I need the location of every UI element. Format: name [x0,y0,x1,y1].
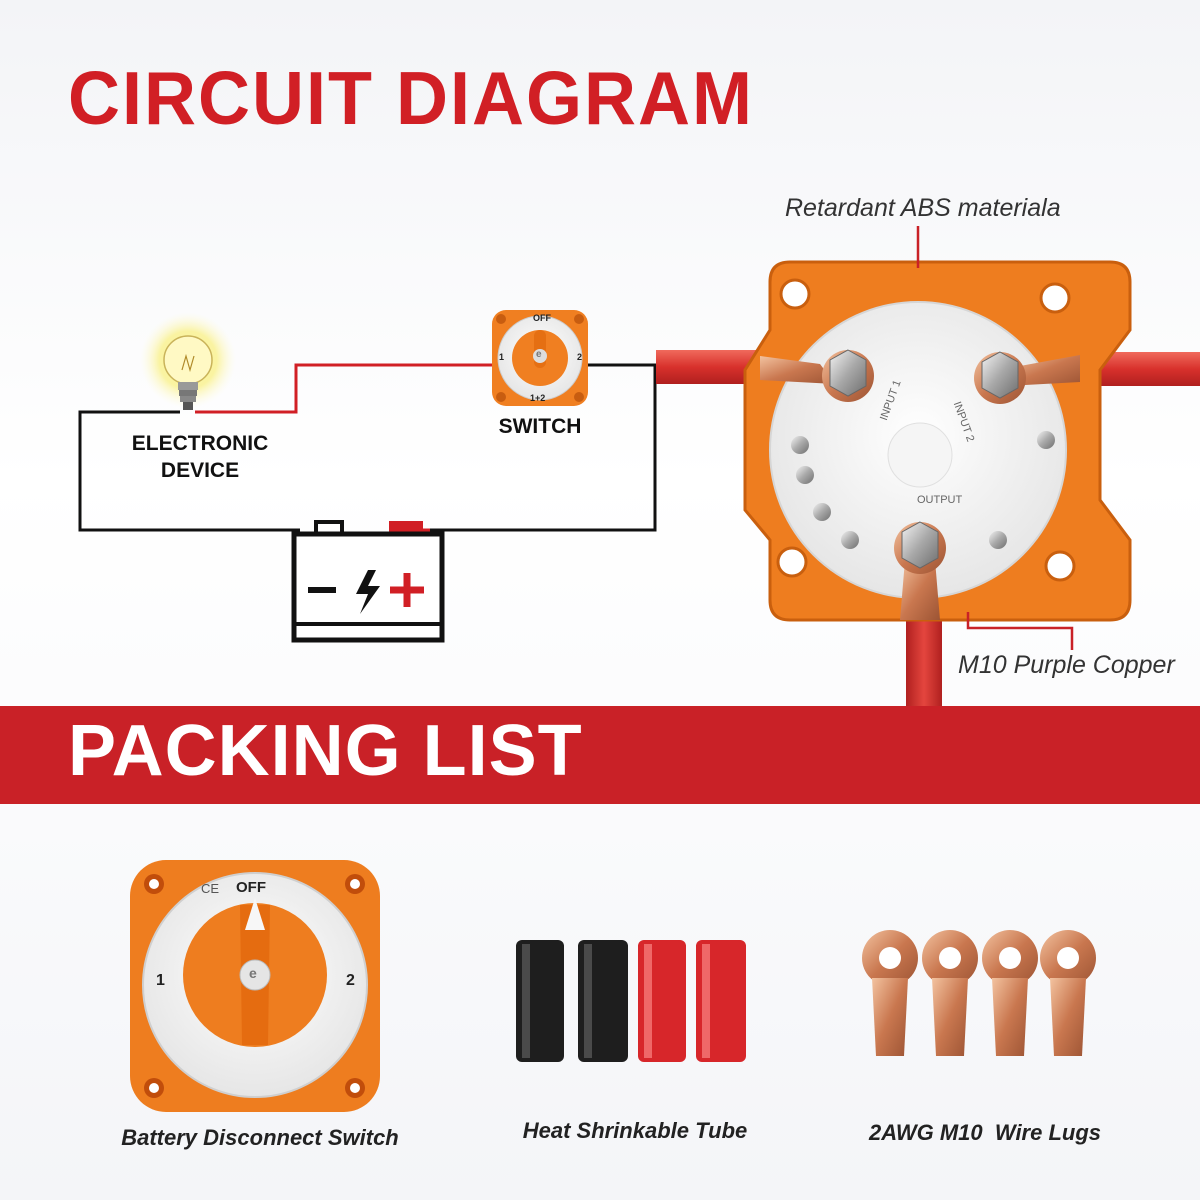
packing-list-banner [0,706,1200,804]
battery-switch-image [130,860,380,1112]
callout-copper: M10 Purple Copper [958,651,1175,679]
output-label: OUTPUT [917,494,963,506]
switch-pos2-text: 2 [577,352,583,362]
caption-battery-switch: Battery Disconnect Switch [121,1125,399,1150]
heat-shrink-tubes-image [516,940,746,1062]
page-title: CIRCUIT DIAGRAM [68,57,754,141]
switch-icon [492,310,588,406]
device-label-line1: ELECTRONIC [131,432,269,455]
packing-list-title: PACKING LIST [68,711,583,791]
switch-both-text: 1+2 [530,393,546,403]
battery-switch-ce-text: CE [201,881,220,896]
switch-center-text: e [536,349,542,360]
battery-switch-pos1-text: 1 [156,972,165,989]
switch-off-text: OFF [533,313,551,323]
battery-icon [291,520,445,643]
battery-switch-center-text: e [249,965,257,981]
battery-switch-off-text: OFF [236,879,266,896]
caption-wire-lugs: 2AWG M10 Wire Lugs [868,1120,1102,1145]
callout-material: Retardant ABS materiala [785,194,1061,222]
switch-pos1-text: 1 [499,352,505,362]
circuit-wires [78,363,657,532]
device-label-line2: DEVICE [160,459,240,482]
wire-lugs-image [862,930,1096,1056]
product-bus-switch [656,226,1200,710]
switch-label: SWITCH [498,415,582,438]
battery-switch-pos2-text: 2 [346,972,355,989]
caption-heat-shrink: Heat Shrinkable Tube [522,1118,748,1143]
electronic-device-label: ELECTRONIC DEVICE [110,430,290,484]
light-bulb-icon [140,312,236,410]
